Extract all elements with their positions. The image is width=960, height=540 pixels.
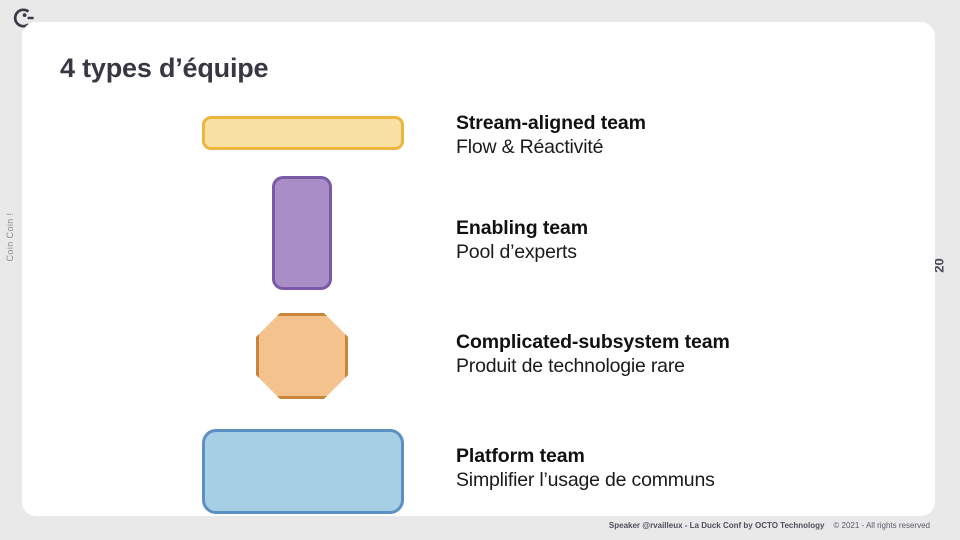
- team-entry-platform: Platform team Simplifier l’usage de comm…: [456, 444, 715, 494]
- team-title: Enabling team: [456, 217, 588, 239]
- team-entry-stream-aligned: Stream-aligned team Flow & Réactivité: [456, 111, 646, 161]
- slide-card: 4 types d’équipe Stream-aligned team Flo…: [22, 22, 935, 516]
- team-title: Stream-aligned team: [456, 112, 646, 134]
- shape-enabling-team: [272, 176, 332, 290]
- footer-speaker: Speaker @rvailleux - La Duck Conf by OCT…: [608, 521, 825, 530]
- team-subtitle: Pool d’experts: [456, 241, 577, 264]
- team-subtitle: Produit de technologie rare: [456, 355, 685, 378]
- shape-platform-team: [202, 429, 404, 514]
- team-subtitle: Simplifier l’usage de communs: [456, 469, 715, 492]
- footer: Speaker @rvailleux - La Duck Conf by OCT…: [0, 521, 930, 530]
- shape-stream-aligned-team: [202, 116, 404, 150]
- team-title: Complicated-subsystem team: [456, 331, 730, 353]
- team-entry-complicated-subsystem: Complicated-subsystem team Produit de te…: [456, 330, 730, 380]
- shape-octagon-body: [259, 316, 345, 396]
- team-title: Platform team: [456, 445, 585, 467]
- shape-complicated-subsystem-team: [256, 313, 348, 399]
- team-entry-enabling: Enabling team Pool d’experts: [456, 216, 588, 266]
- page-title: 4 types d’équipe: [60, 53, 269, 83]
- side-caption: Coin Coin !: [5, 212, 15, 262]
- footer-copyright: © 2021 - All rights reserved: [833, 521, 930, 530]
- team-subtitle: Flow & Réactivité: [456, 136, 604, 159]
